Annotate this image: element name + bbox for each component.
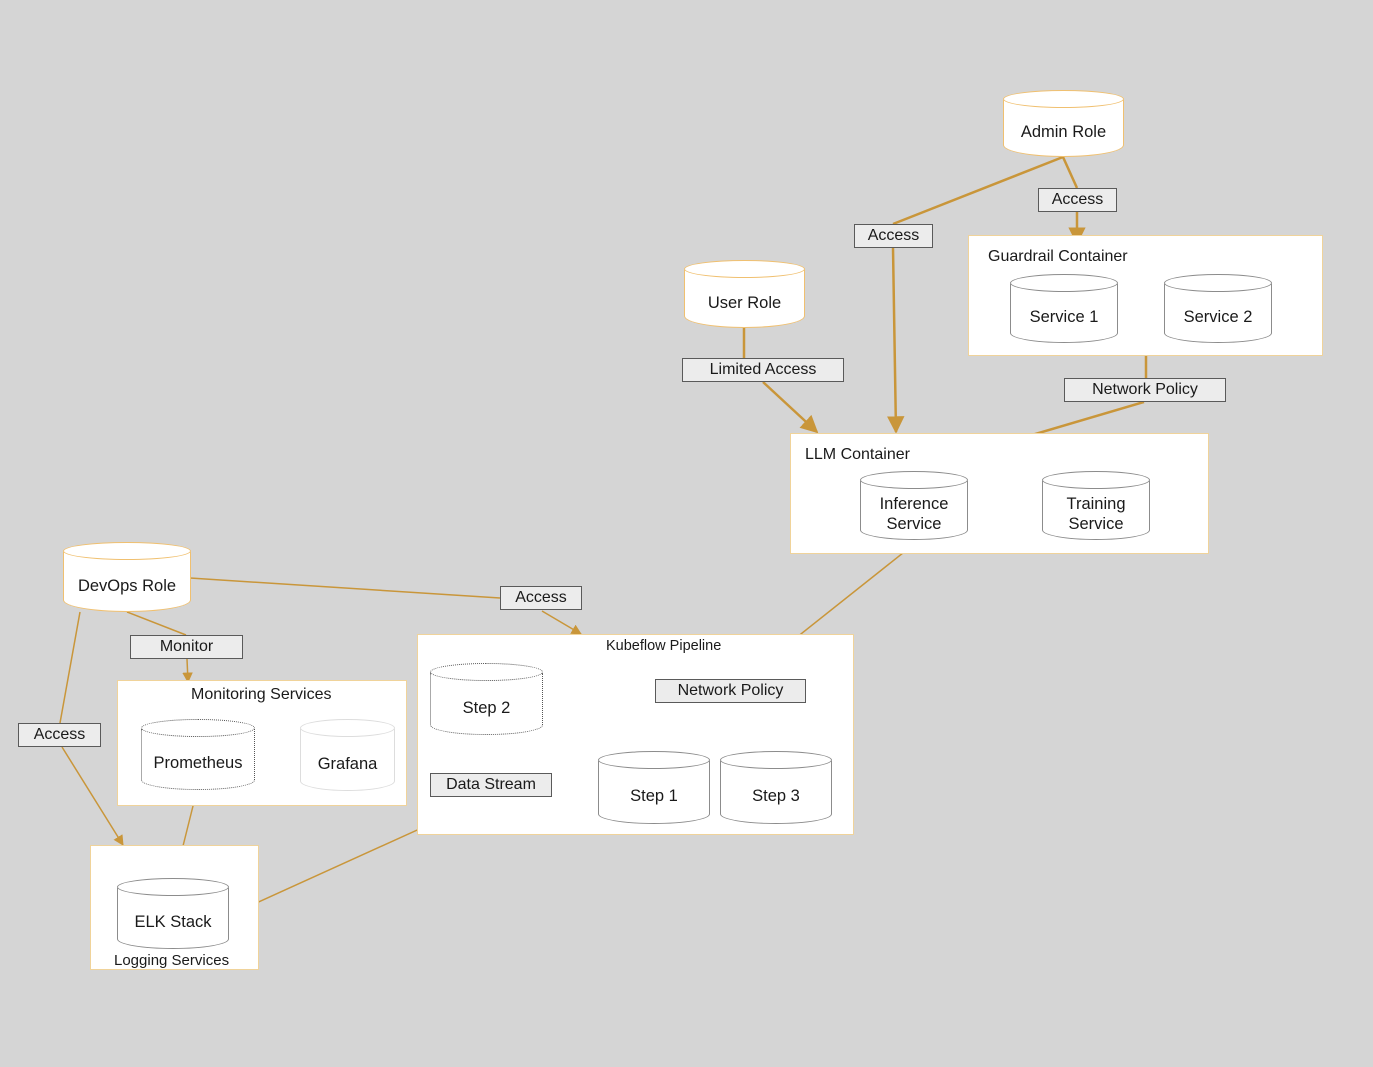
kubeflow-pipeline-title: Kubeflow Pipeline [606,638,722,654]
inference-service-node[interactable]: Inference Service [860,471,968,540]
prometheus-label: Prometheus [153,754,243,772]
edge-label-guardrail-network-policy: Network Policy [1064,378,1226,402]
elk-stack-node[interactable]: ELK Stack [117,878,229,949]
step-3-label: Step 3 [752,787,800,805]
admin-role-node[interactable]: Admin Role [1003,90,1124,157]
edge-label-devops-monitor: Monitor [130,635,243,659]
service-1-node[interactable]: Service 1 [1010,274,1118,343]
edge-label-admin-access-guardrail: Access [1038,188,1117,212]
edge-label-kubeflow-network-policy: Network Policy [655,679,806,703]
service-2-label: Service 2 [1183,308,1253,326]
admin-role-label: Admin Role [1020,123,1107,141]
prometheus-node[interactable]: Prometheus [141,719,255,790]
training-service-node[interactable]: Training Service [1042,471,1150,540]
step-3-node[interactable]: Step 3 [720,751,832,824]
llm-container-title: LLM Container [805,446,910,463]
service-2-node[interactable]: Service 2 [1164,274,1272,343]
step-2-label: Step 2 [462,698,511,717]
edge-label-data-stream: Data Stream [430,773,552,797]
user-role-node[interactable]: User Role [684,260,805,328]
logging-services-title: Logging Services [114,952,230,969]
edge-label-admin-access-llm: Access [854,224,933,248]
user-role-label: User Role [707,293,782,312]
devops-role-node[interactable]: DevOps Role [63,542,191,612]
grafana-node[interactable]: Grafana [300,719,395,791]
training-service-label: Training Service [1066,495,1126,533]
step-1-node[interactable]: Step 1 [598,751,710,824]
edge-label-devops-access-logging: Access [18,723,101,747]
monitoring-services-title: Monitoring Services [191,686,332,703]
elk-stack-label: ELK Stack [134,913,212,931]
edge-label-user-limited-access: Limited Access [682,358,844,382]
guardrail-container-title: Guardrail Container [988,248,1128,265]
step-1-label: Step 1 [630,787,678,805]
inference-service-label: Inference Service [879,495,949,533]
service-1-label: Service 1 [1029,308,1099,326]
devops-role-label: DevOps Role [77,576,177,595]
edge-label-devops-access-kubeflow: Access [500,586,582,610]
grafana-label: Grafana [317,754,378,773]
step-2-node[interactable]: Step 2 [430,663,543,735]
